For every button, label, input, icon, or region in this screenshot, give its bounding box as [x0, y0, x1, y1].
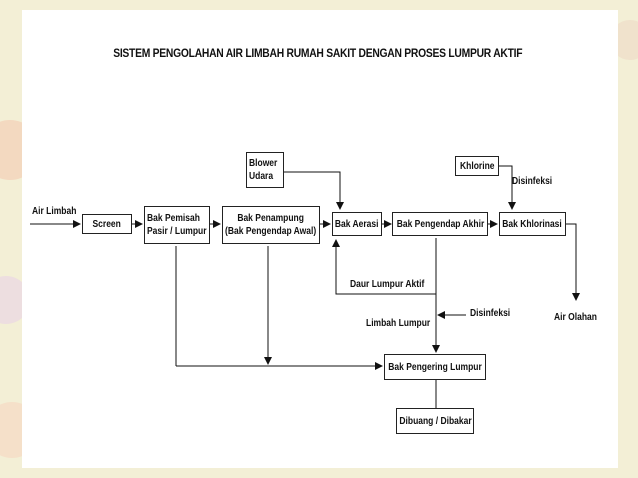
label-air-limbah: Air Limbah: [32, 206, 77, 217]
label-daur-lumpur-aktif: Daur Lumpur Aktif: [350, 279, 425, 290]
blower-line2: Udara: [249, 171, 274, 182]
bak-pemisah-line2: Pasir / Lumpur: [147, 226, 207, 237]
arrow-khlorinasi-to-air-olahan: [566, 223, 580, 301]
bak-penampung-line2: (Bak Pengendap Awal): [225, 226, 317, 237]
label-disinfeksi-mid: Disinfeksi: [470, 308, 511, 319]
diagram-title: SISTEM PENGOLAHAN AIR LIMBAH RUMAH SAKIT…: [113, 46, 523, 60]
box-bak-pengering-lumpur: Bak Pengering Lumpur: [384, 354, 486, 380]
box-screen: Screen: [82, 214, 132, 234]
box-blower-udara: Blower Udara: [246, 152, 284, 188]
arrow-khlorine-to-khlorinasi: [499, 165, 516, 210]
box-bak-penampung: Bak Penampung (Bak Pengendap Awal): [222, 206, 320, 244]
label-limbah-lumpur: Limbah Lumpur: [366, 318, 431, 329]
bak-penampung-line1: Bak Penampung: [237, 213, 305, 224]
box-bak-pengendap-akhir: Bak Pengendap Akhir: [392, 212, 488, 236]
arrow-blower-to-aerasi: [284, 171, 344, 210]
box-dibuang-dibakar: Dibuang / Dibakar: [396, 408, 474, 434]
bak-pemisah-line1: Bak Pemisah: [147, 213, 200, 224]
box-bak-khlorinasi: Bak Khlorinasi: [499, 212, 566, 236]
blower-line1: Blower: [249, 158, 278, 169]
label-disinfeksi-top: Disinfeksi: [512, 176, 553, 187]
slide-canvas: [22, 10, 618, 468]
box-bak-aerasi: Bak Aerasi: [332, 212, 382, 236]
label-air-olahan: Air Olahan: [554, 312, 597, 323]
box-bak-pemisah: Bak Pemisah Pasir / Lumpur: [144, 206, 210, 244]
box-khlorine: Khlorine: [455, 156, 499, 176]
arrow-daur-lumpur-aktif: [332, 238, 437, 295]
